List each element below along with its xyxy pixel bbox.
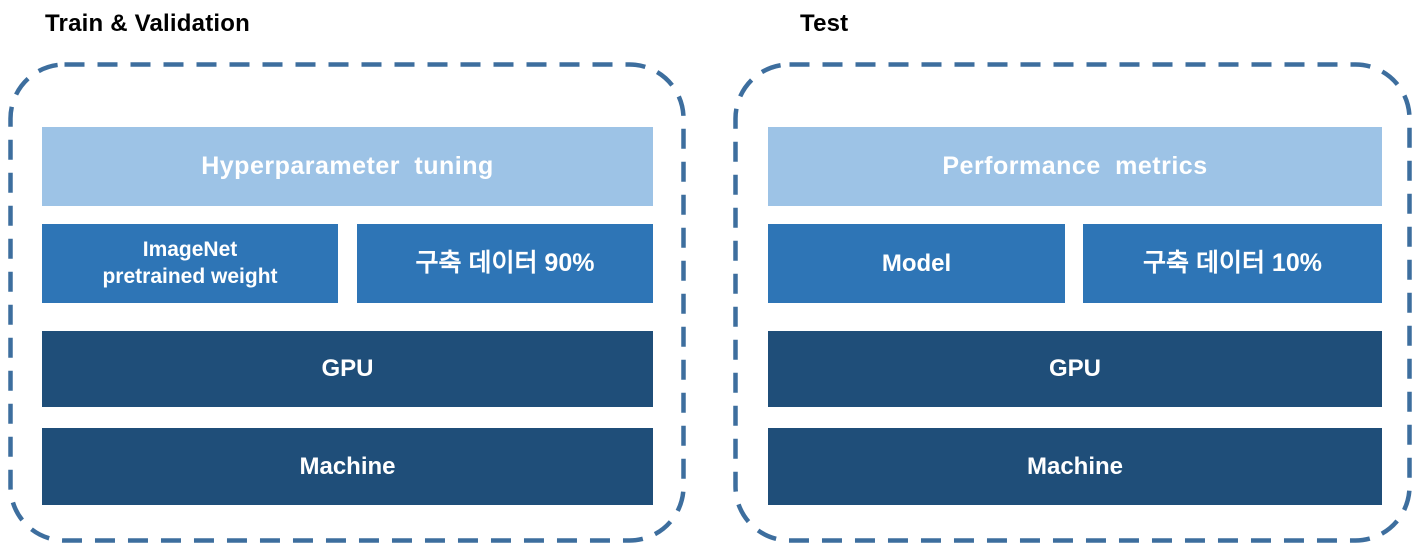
gpu-box: GPU — [42, 331, 653, 407]
test-data-10-box: 구축 데이터 10% — [1083, 224, 1382, 303]
train-validation-title: Train & Validation — [45, 10, 250, 37]
hyperparameter-tuning-box: Hyperparameter tuning — [42, 127, 653, 206]
gpu-box: GPU — [768, 331, 1382, 407]
imagenet-line2: pretrained weight — [102, 264, 278, 288]
imagenet-pretrained-weight-box: ImageNet pretrained weight — [42, 224, 338, 303]
machine-box: Machine — [768, 428, 1382, 505]
train-data-90-box: 구축 데이터 90% — [357, 224, 653, 303]
panel-test: Performance metrics Model 구축 데이터 10% GPU… — [733, 62, 1412, 544]
dashed-border — [8, 62, 686, 543]
performance-metrics-box: Performance metrics — [768, 127, 1382, 206]
model-box: Model — [768, 224, 1065, 303]
test-title: Test — [800, 10, 849, 37]
dashed-border — [733, 62, 1412, 543]
panel-train-validation: Hyperparameter tuning ImageNet pretraine… — [8, 62, 686, 544]
imagenet-line1: ImageNet — [142, 238, 238, 262]
machine-box: Machine — [42, 428, 653, 505]
